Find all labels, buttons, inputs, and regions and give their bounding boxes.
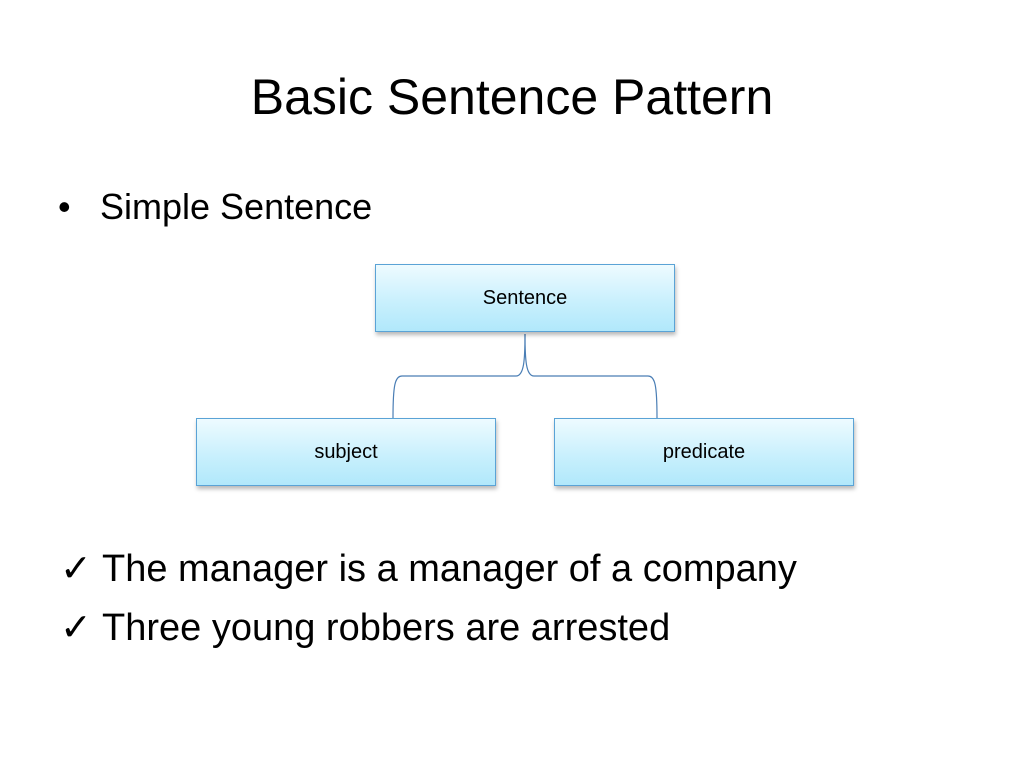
tree-node-subject: subject [196, 418, 496, 486]
example-item: ✓Three young robbers are arrested [60, 603, 670, 653]
example-text: The manager is a manager of a company [102, 548, 797, 590]
bullet-text: Simple Sentence [100, 186, 373, 227]
tree-node-label: subject [314, 440, 378, 463]
bullet-icon: • [58, 186, 71, 227]
connector-root-predicate [524, 333, 658, 419]
tree-node-label: Sentence [482, 286, 568, 309]
slide-title: Basic Sentence Pattern [250, 69, 774, 125]
example-item: ✓The manager is a manager of a company [60, 544, 797, 594]
tree-node-label: predicate [662, 440, 746, 463]
tree-node-sentence: Sentence [375, 264, 675, 332]
tree-node-predicate: predicate [554, 418, 854, 486]
bullet-item: • Simple Sentence [58, 182, 372, 232]
example-text: Three young robbers are arrested [102, 607, 671, 649]
checkmark-icon: ✓ [60, 548, 92, 590]
checkmark-icon: ✓ [60, 607, 92, 649]
connector-root-subject [392, 333, 526, 419]
